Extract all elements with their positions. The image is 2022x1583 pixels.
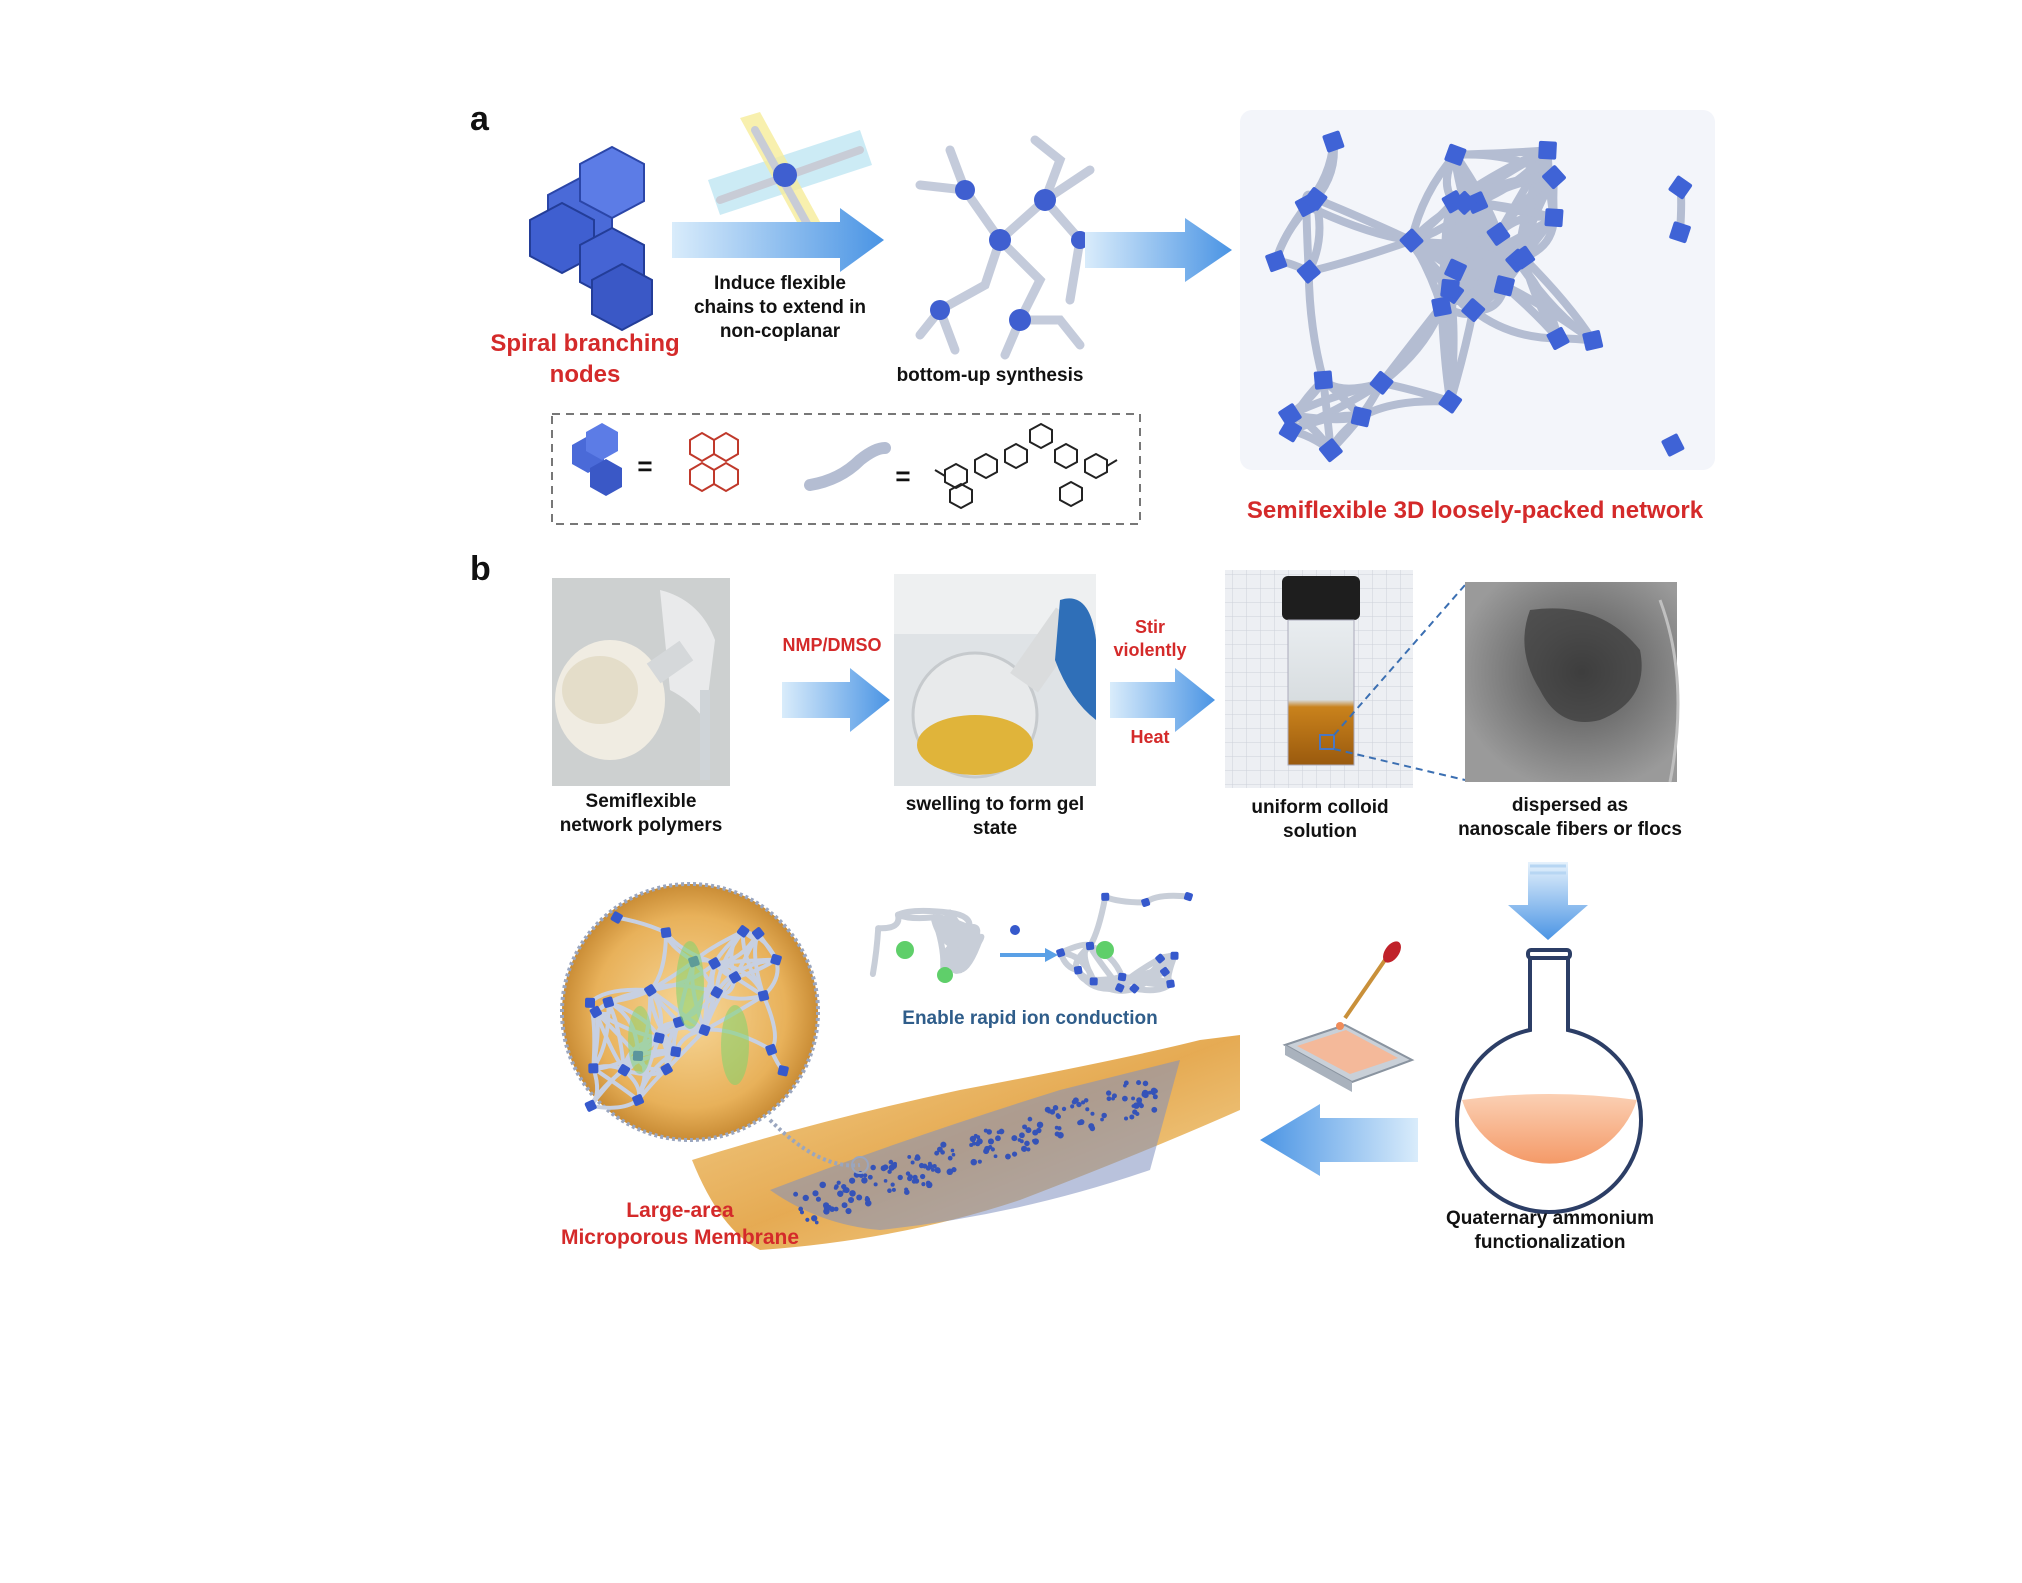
spiral-node-model [529,145,653,332]
bottom-up-synthesis-label: bottom-up synthesis [896,365,1084,386]
photo2-caption: swelling to form gel state [905,794,1085,839]
induce-chains-label: Induce flexible chains to extend in non-… [693,273,867,342]
ion-conduction-inset [869,892,1193,994]
panel-label-b: b [470,550,491,588]
arrow-stir-heat [1110,668,1215,732]
node-geometry-model [708,112,872,246]
zoom-line-top [1333,584,1466,736]
chain-legend-icon [804,442,891,491]
panel-label-a: a [470,100,489,138]
zoom-line-bottom [1333,748,1466,781]
stir-violently-label: Stir violently [1113,617,1187,661]
tem-micrograph [1465,582,1680,783]
arrow-induce [672,208,884,272]
ion-conduction-label: Enable rapid ion conduction [902,1008,1158,1029]
nmp-dmso-label: NMP/DMSO [782,635,882,655]
magnified-sphere [560,882,869,1174]
legend-node-icon [572,423,622,496]
arrow-down [1508,862,1588,940]
photo3-caption: uniform colloid solution [1251,797,1389,842]
round-bottom-flask [1455,948,1643,1215]
arrow-down-stripes [1530,864,1566,875]
spiral-node-label: Spiral branching nodes [490,330,680,389]
membrane-label: Large-area Microporous Membrane [560,1199,800,1250]
legend-box [551,413,1141,525]
photo-gel-flask [894,574,1096,786]
fragment-nodes [930,180,1089,331]
photo-colloid-jar [1225,570,1413,788]
heat-label: Heat [1130,727,1170,747]
legend-equals-node: = [637,451,653,481]
network-label: Semiflexible 3D loosely-packed network [1246,497,1704,524]
dropper-icon [1336,941,1401,1030]
casting-tray [1282,1023,1415,1092]
spirobifluorene-structure [689,431,739,493]
flask-caption: Quaternary ammonium functionalization [1446,1208,1654,1253]
photo-polymer-powder [552,578,730,786]
photo4-caption: dispersed as nanoscale fibers or flocs [1458,795,1682,840]
chain-chemical-structure [934,422,1118,510]
photo1-caption: Semiflexible network polymers [559,791,723,836]
arrow-left [1260,1104,1418,1176]
microporous-membrane [692,1035,1240,1250]
arrow-nmp-dmso [782,668,890,732]
arrow-to-network [1085,218,1232,282]
network-3d-model [1240,110,1715,470]
legend-equals-chain: = [895,461,911,491]
